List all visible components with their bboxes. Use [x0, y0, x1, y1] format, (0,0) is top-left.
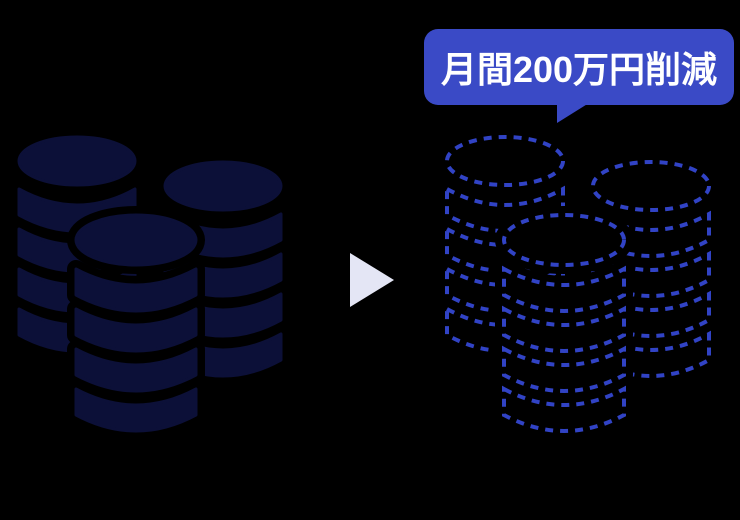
coin-band — [74, 347, 198, 393]
coin-band — [74, 307, 198, 353]
savings-callout-label: 月間200万円削減 — [440, 49, 718, 90]
right-arrow-icon — [350, 253, 394, 307]
coin-top-ellipse — [163, 160, 283, 212]
coin-top-ellipse — [591, 160, 711, 212]
coin-stacks-after — [445, 135, 711, 440]
coin-band — [502, 345, 626, 393]
savings-callout: 月間200万円削減 — [424, 29, 734, 105]
coin-band — [502, 385, 626, 433]
coin-top-ellipse — [502, 213, 626, 267]
coin-band — [74, 267, 198, 313]
coin-band — [502, 265, 626, 313]
coin-top-ellipse — [445, 135, 565, 187]
coin-band — [74, 387, 198, 433]
callout-tail-icon — [557, 103, 589, 123]
coin-top-ellipse — [17, 135, 137, 187]
coin-stacks-before — [17, 135, 283, 440]
coin-top-ellipse — [74, 213, 198, 267]
coin-band — [502, 305, 626, 353]
